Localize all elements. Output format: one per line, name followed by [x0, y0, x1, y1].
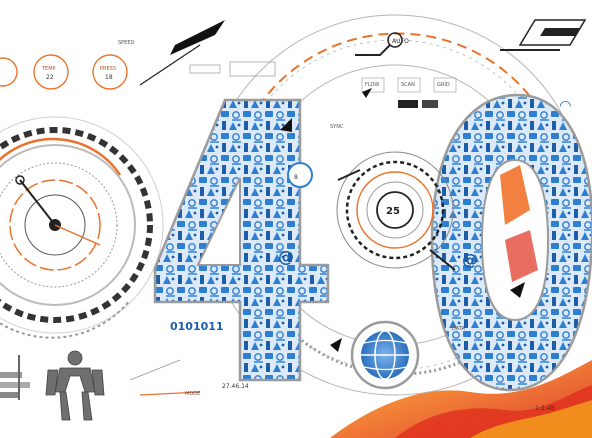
hud-label: FLOW — [365, 82, 379, 88]
central-hub-dial: 25 — [336, 151, 456, 271]
robot-figure-icon — [45, 350, 105, 421]
left-dial — [0, 116, 164, 339]
hud-label: SPEED — [118, 40, 135, 46]
globe-icon — [350, 320, 420, 390]
footer-readout: 1:2:48 — [535, 405, 554, 412]
flame-swoosh — [330, 360, 592, 438]
gauge-label: TEMP — [41, 66, 56, 72]
top-wedge: SPEED — [118, 20, 276, 86]
at-sign-icon: @ — [278, 247, 294, 266]
at-sign-icon: @ — [462, 250, 478, 269]
digit-four: 0101011 8 @ — [153, 98, 330, 382]
hud-label: MODE — [185, 391, 200, 397]
hub-readout: 25 — [386, 206, 400, 217]
hud-small-readout: AUTO — [392, 38, 409, 45]
bottom-left-bars — [0, 355, 201, 400]
gauge-label: PRESS — [100, 66, 116, 72]
digit-zero: @ ◠ — [430, 93, 592, 392]
footer-readouts: 27.46.14 1:2:48 MODE DATA SYNC — [185, 124, 554, 412]
top-right-stripes — [500, 19, 587, 51]
hud-label: DATA — [452, 326, 465, 332]
black-triangles — [280, 88, 525, 352]
hud-label: GRID — [437, 82, 450, 88]
wifi-icon: ◠ — [560, 98, 571, 114]
gauge-value: 18 — [105, 74, 113, 81]
left-mini-gauges: TEMP 22 PRESS 18 — [0, 54, 128, 90]
hud-readout: 8 — [294, 174, 298, 181]
top-hud-labels: FLOW SCAN GRID AUTO — [355, 32, 457, 108]
hud-label: SYNC — [330, 124, 344, 130]
footer-readout: 27.46.14 — [222, 383, 249, 390]
hud-label: SCAN — [401, 82, 415, 88]
gauge-value: 22 — [46, 74, 54, 81]
binary-text-icon: 0101011 — [170, 320, 224, 333]
